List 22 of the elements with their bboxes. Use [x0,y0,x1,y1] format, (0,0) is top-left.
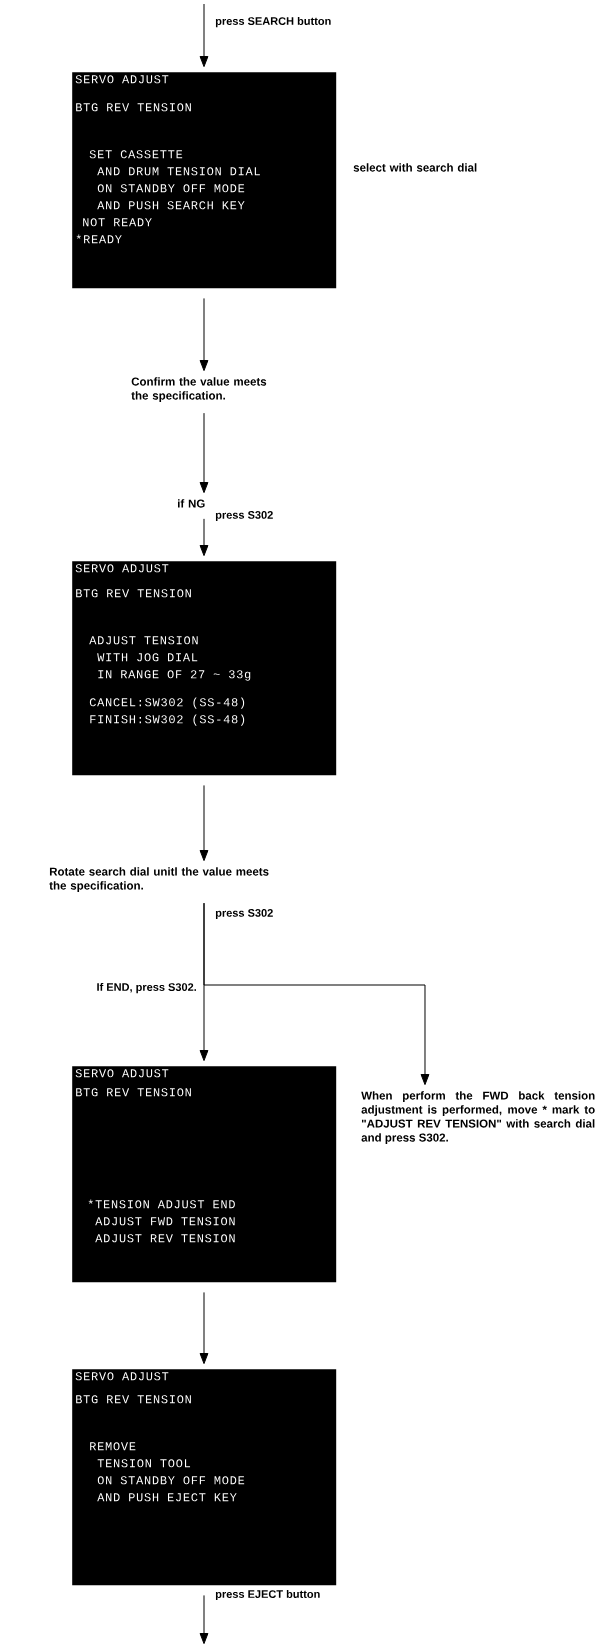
edge-label: press EJECT button [215,1589,320,1601]
arrow [199,518,209,557]
display-screen: SERVO ADJUST BTG REV TENSION *TENSION ADJUST END ADJUST FWD TENSION ADJUST REV TENSION [72,1066,337,1283]
arrow [199,412,209,494]
edge-label: press S302 [215,909,273,919]
step-text: Rotate search dial unitl the value meets the specification. [49,867,269,892]
arrow [199,784,209,862]
arrow [199,297,209,372]
note-text: select with search dial [353,163,477,172]
display-screen: SERVO ADJUST BTG REV TENSION SET CASSETTE AND DRUM TENSION DIAL ON STANDBY OFF MODE AND PUSH SEARCH KEY NOT READY *READY [72,72,337,289]
edge-label: If END, press S302. [97,982,196,994]
arrow [199,1291,209,1365]
arrow [199,3,209,68]
edge-label: press SEARCH button [215,16,331,28]
step-text: if NG [178,499,205,508]
step-text: When perform the FWD back tension adjustment is performed, move * mark to "ADJUST REV TENSION" with search dial and press S302. [361,1091,595,1144]
edge-label: press S302 [215,511,273,521]
display-screen: SERVO ADJUST BTG REV TENSION ADJUST TENSION WITH JOG DIAL IN RANGE OF 27 ~ 33g CANCEL:SW302 (SS-48) FINISH:SW302 (SS-48) [72,561,337,776]
arrow [203,902,430,1086]
display-screen: SERVO ADJUST BTG REV TENSION REMOVE TENSION TOOL ON STANDBY OFF MODE AND PUSH EJECT KEY [72,1369,337,1586]
step-text: Confirm the value meets the specification. [131,377,267,402]
arrow [199,1594,209,1645]
